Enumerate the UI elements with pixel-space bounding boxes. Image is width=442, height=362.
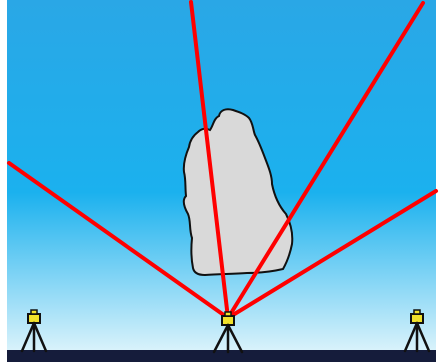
ground	[7, 350, 436, 362]
ray-up-right	[226, 1, 425, 320]
tripod-instrument-right	[403, 309, 431, 353]
tripod-instrument-left	[20, 309, 48, 353]
ray-far-left	[7, 161, 230, 320]
cloud	[182, 108, 294, 277]
tripod-instrument-center	[212, 311, 244, 354]
laser-rays	[7, 0, 438, 320]
ray-right	[226, 189, 438, 320]
ray-vertical-left	[189, 0, 230, 320]
